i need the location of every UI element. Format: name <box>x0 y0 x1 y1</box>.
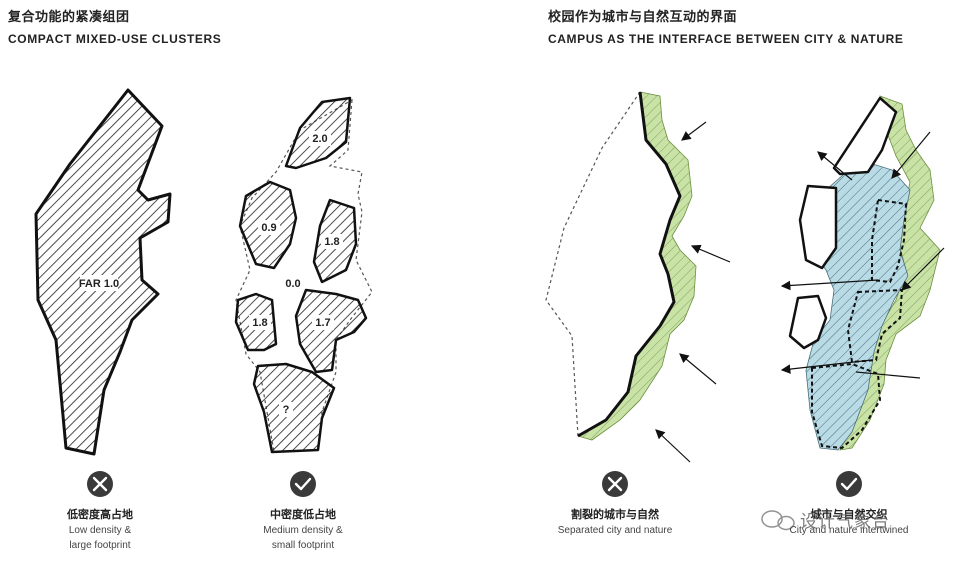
caption-3-zh: 割裂的城市与自然 <box>571 509 659 521</box>
city-block-mid <box>798 184 838 270</box>
caption-3-en-1: Separated city and nature <box>557 525 673 536</box>
caption-2: 中密度低占地 Medium density & small footprint <box>203 508 403 553</box>
city-block-top <box>832 96 898 176</box>
caption-4-en-1: City and nature intertwined <box>789 525 909 536</box>
watermark-logo-icon <box>761 510 795 531</box>
density-label-2-0: 2.0 <box>312 133 327 145</box>
header-right-en: CAMPUS AS THE INTERFACE BETWEEN CITY & N… <box>548 32 904 46</box>
inner-dashed-3 <box>811 362 882 450</box>
cluster-unknown <box>252 362 336 454</box>
arrow-7 <box>780 279 879 291</box>
caption-1-en-2: large footprint <box>69 540 131 551</box>
header-right-zh: 校园作为城市与自然互动的界面 <box>548 9 738 24</box>
caption-2-en-1: Medium density & <box>263 525 343 536</box>
cross-icon <box>602 471 628 497</box>
header-left-en: COMPACT MIXED-USE CLUSTERS <box>8 32 222 46</box>
caption-2-zh: 中密度低占地 <box>270 509 336 521</box>
hard-edge <box>577 91 682 438</box>
header-left: 复合功能的紧凑组团 COMPACT MIXED-USE CLUSTERS <box>8 8 221 48</box>
check-icon <box>290 471 316 497</box>
caption-4-zh: 城市与自然交织 <box>810 509 888 521</box>
city-block-low <box>788 294 828 350</box>
caption-4: 城市与自然交织 City and nature intertwined <box>749 508 949 538</box>
header-right: 校园作为城市与自然互动的界面 CAMPUS AS THE INTERFACE B… <box>548 8 903 48</box>
arrow-6 <box>891 131 931 179</box>
large-footprint-block <box>34 88 172 456</box>
inner-dashed-1 <box>871 198 908 284</box>
nature-strip <box>576 91 697 441</box>
density-label-0-9: 0.9 <box>261 222 276 234</box>
caption-1-en-1: Low density & <box>68 525 132 536</box>
arrow-5 <box>817 151 853 181</box>
far-label: FAR 1.0 <box>79 278 119 290</box>
arrow-2 <box>690 244 731 263</box>
caption-1-zh: 低密度高占地 <box>67 509 133 521</box>
arrow-8 <box>901 247 945 291</box>
header-left-zh: 复合功能的紧凑组团 <box>8 9 130 24</box>
arrow-1 <box>681 121 707 141</box>
density-label-1-7: 1.7 <box>315 317 330 329</box>
density-label-1-8-top: 1.8 <box>324 236 339 248</box>
cross-icon <box>87 471 113 497</box>
caption-3: 割裂的城市与自然 Separated city and nature <box>515 508 715 538</box>
check-icon <box>836 471 862 497</box>
cluster-1-7 <box>294 288 368 374</box>
arrow-9 <box>780 359 873 374</box>
arrow-3 <box>679 353 717 385</box>
caption-1: 低密度高占地 Low density & large footprint <box>0 508 200 553</box>
density-label-unknown: ? <box>283 404 290 416</box>
watermark-text: 设计气象台 <box>800 512 890 532</box>
caption-2-en-2: small footprint <box>271 540 335 551</box>
density-label-1-8-bottom: 1.8 <box>252 317 267 329</box>
density-label-0-0: 0.0 <box>285 278 300 290</box>
campus-boundary-dashed <box>545 91 641 437</box>
arrow-10-line <box>855 371 921 379</box>
arrow-4 <box>655 429 691 463</box>
